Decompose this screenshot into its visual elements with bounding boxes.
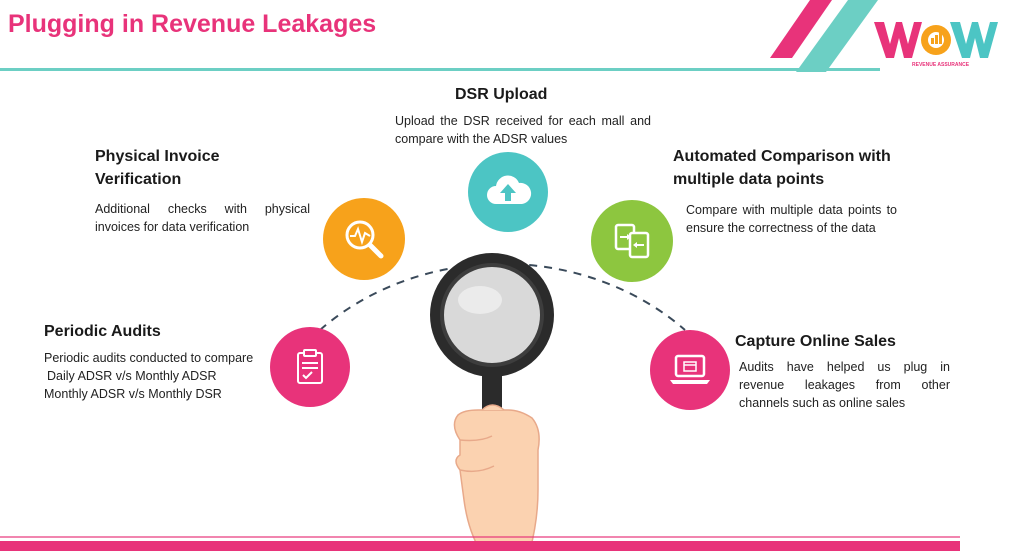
bottom-bar [0,541,960,551]
magnifier-pulse-icon [345,220,384,259]
periodic-audits-desc: Periodic audits conducted to compare Dai… [44,349,256,403]
physical-heading-line-1: Physical Invoice [95,148,220,165]
automated-comparison-desc: Compare with multiple data points to ens… [686,203,897,235]
wow-logo: REVENUE ASSURANCE [874,22,998,68]
periodic-line-3: Monthly ADSR v/s Monthly DSR [44,387,222,401]
periodic-audits-heading: Periodic Audits [44,323,161,340]
automated-heading-line-1: Automated Comparison with [673,148,891,165]
periodic-line-2: Daily ADSR v/s Monthly ADSR [47,369,217,383]
document-compare-icon [614,223,650,259]
dsr-upload-heading: DSR Upload [455,86,548,103]
clipboard-icon [297,349,323,384]
physical-invoice-heading: Physical Invoice Verification [95,145,220,191]
periodic-line-1: Periodic audits conducted to compare [44,351,254,365]
laptop-icon [670,354,710,384]
physical-invoice-circle [323,198,405,280]
capture-online-sales-heading: Capture Online Sales [735,333,896,350]
automated-comparison-circle [591,200,673,282]
physical-invoice-desc: Additional checks with physical invoices… [95,202,310,234]
title-divider [0,68,880,71]
decorative-stripes [770,0,878,72]
page-title: Plugging in Revenue Leakages [8,10,377,38]
bottom-accent-line [0,536,960,538]
capture-online-sales-circle [650,330,730,410]
physical-heading-line-2: Verification [95,171,182,188]
automated-comparison-heading: Automated Comparison with multiple data … [673,145,891,191]
automated-heading-line-2: multiple data points [673,171,825,188]
hand-magnifier-icon [430,253,554,550]
logo-tagline: REVENUE ASSURANCE [912,62,970,68]
dsr-upload-circle [468,152,548,232]
cloud-upload-icon [487,175,532,204]
periodic-audits-circle [270,327,350,407]
capture-online-sales-desc: Audits have helped us plug in revenue le… [739,360,950,410]
dsr-upload-desc: Upload the DSR received for each mall an… [395,114,651,146]
